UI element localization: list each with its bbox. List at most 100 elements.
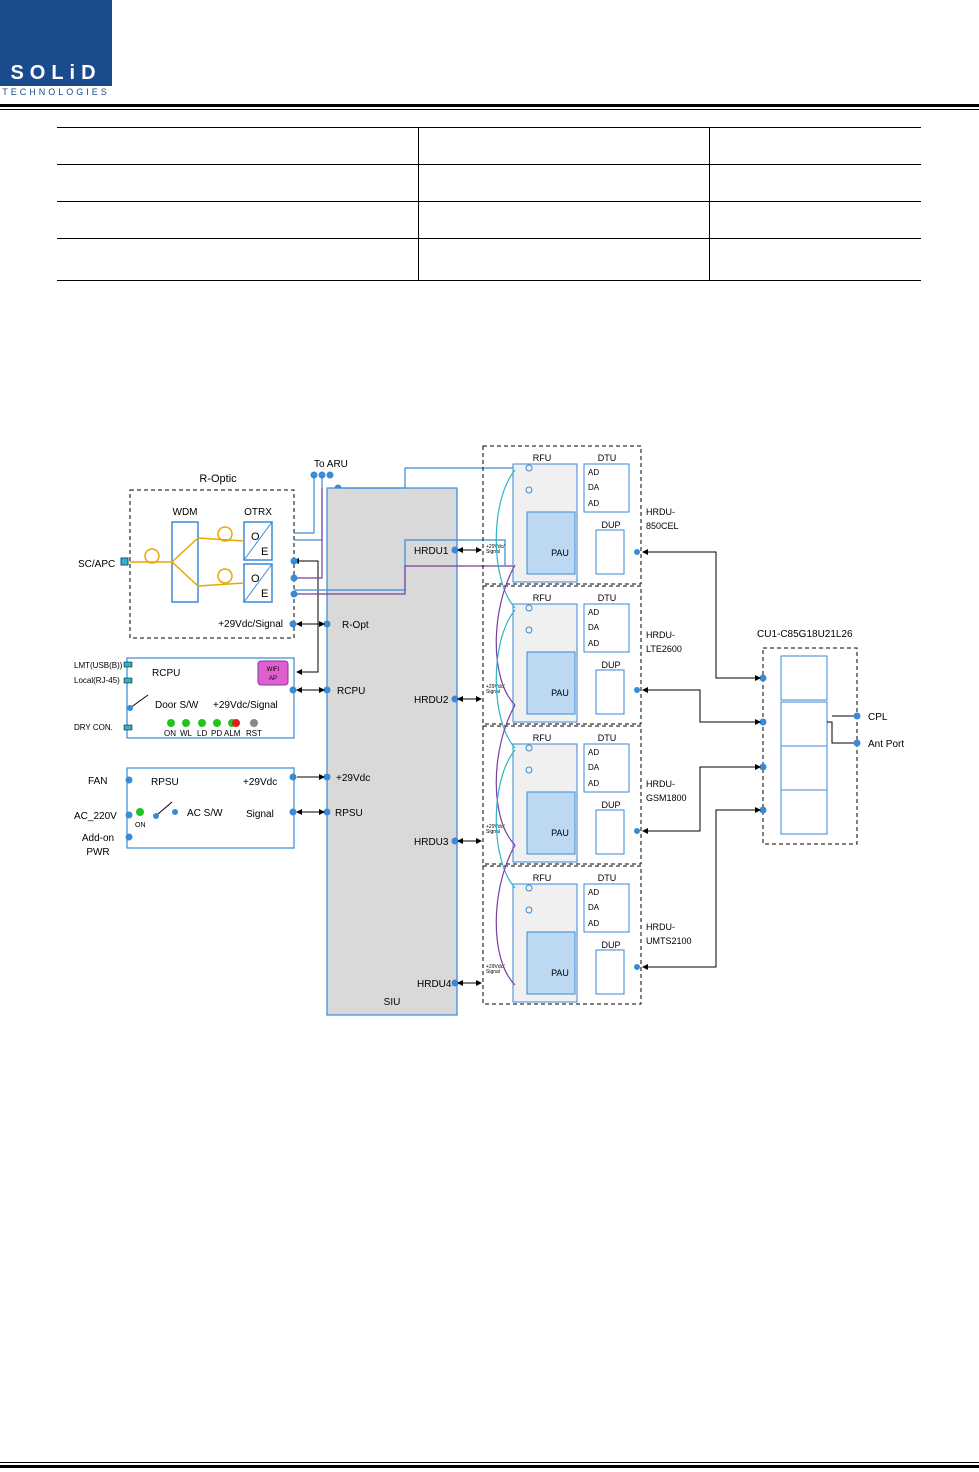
svg-text:UMTS2100: UMTS2100: [646, 936, 692, 946]
svg-text:DA: DA: [588, 763, 600, 772]
rcpu-block: RCPU LMT(USB(B)) Local(RJ-45) Door S/W +…: [74, 657, 297, 739]
otrx-e2: E: [261, 588, 268, 600]
svg-text:DA: DA: [588, 483, 600, 492]
rcpu-door-label: Door S/W: [155, 700, 199, 711]
header-rule-thin: [0, 109, 979, 110]
hrdu-4: RFU DTU AD DA AD DUP PAU HRDU- UMTS2100 …: [482, 865, 692, 1005]
logo-subtitle: TECHNOLOGIES: [2, 87, 110, 97]
svg-text:AD: AD: [588, 499, 599, 508]
rcpu-power-label: +29Vdc/Signal: [213, 700, 278, 711]
table-row: [57, 164, 921, 202]
hrdu1-port-label: HRDU1: [414, 546, 449, 557]
svg-text:DUP: DUP: [601, 660, 620, 670]
svg-text:AD: AD: [588, 748, 599, 757]
sc-apc-label: SC/APC: [78, 559, 115, 570]
rpsu-on-label: ON: [135, 822, 146, 829]
svg-text:AD: AD: [588, 888, 599, 897]
to-aru-label: To ARU: [314, 459, 348, 470]
rpsu-block: RPSU FAN AC_220V ON AC S/W Add-on PWR +2…: [74, 767, 297, 858]
svg-text:AD: AD: [588, 468, 599, 477]
siu-title: SIU: [384, 997, 401, 1008]
revision-table: [57, 127, 921, 281]
header-rule: [0, 104, 979, 107]
otrx-label: OTRX: [244, 507, 272, 518]
r-optic-power-label: +29Vdc/Signal: [218, 619, 283, 630]
svg-text:DUP: DUP: [601, 940, 620, 950]
combiner-block: CU1-C85G18U21L26 CPL Ant Port: [757, 629, 904, 845]
rcpu-dry-label: DRY CON.: [74, 723, 113, 732]
svg-text:HRDU-: HRDU-: [646, 507, 675, 517]
rpsu-signal-label: Signal: [246, 809, 274, 820]
rpsu-ac-label: AC_220V: [74, 811, 117, 822]
r-optic-title: R-Optic: [199, 473, 237, 485]
rpsu-fan-label: FAN: [88, 776, 107, 787]
svg-text:DA: DA: [588, 903, 600, 912]
otrx-o1: O: [251, 531, 260, 543]
hrdu2-port-label: HRDU2: [414, 695, 449, 706]
rpsu-29vdc-label: +29Vdc: [243, 777, 277, 788]
svg-text:PAU: PAU: [551, 968, 569, 978]
hrdu-1: RFU DTU AD DA AD DUP PAU HRDU- 850CEL +2…: [482, 445, 679, 585]
svg-text:PAU: PAU: [551, 548, 569, 558]
rcpu-title: RCPU: [152, 668, 180, 679]
svg-text:RFU: RFU: [533, 453, 552, 463]
svg-text:DTU: DTU: [598, 453, 617, 463]
svg-text:PAU: PAU: [551, 688, 569, 698]
svg-text:Signal: Signal: [486, 689, 500, 695]
logo-wordmark: SOLiD: [0, 60, 112, 86]
svg-text:AD: AD: [588, 608, 599, 617]
siu-rcpu-label: RCPU: [337, 686, 365, 697]
siu-r-opt-label: R-Opt: [342, 620, 369, 631]
footer-rule: [0, 1465, 979, 1468]
table-row: [57, 238, 921, 281]
svg-text:HRDU-: HRDU-: [646, 630, 675, 640]
siu-block: SIU R-Opt RCPU +29Vdc RPSU: [323, 487, 458, 1016]
led-pd-label: PD: [211, 729, 222, 738]
ant-port-label: Ant Port: [868, 739, 904, 750]
svg-text:850CEL: 850CEL: [646, 521, 679, 531]
combiner-title: CU1-C85G18U21L26: [757, 629, 853, 640]
table-row: [57, 127, 921, 165]
svg-text:DA: DA: [588, 623, 600, 632]
rpsu-addon-label: Add-on: [82, 833, 114, 844]
otrx-o2: O: [251, 573, 260, 585]
table-column-divider: [709, 127, 710, 281]
svg-text:RFU: RFU: [533, 873, 552, 883]
svg-text:+29Vdc/: +29Vdc/: [486, 544, 505, 550]
block-diagram: R-Optic WDM OTRX O E O E SC/APC +29Vdc/S…: [74, 445, 904, 1016]
svg-text:DTU: DTU: [598, 873, 617, 883]
company-logo: SOLiD TECHNOLOGIES: [0, 0, 112, 100]
svg-text:DUP: DUP: [601, 520, 620, 530]
ap-label: AP: [269, 676, 277, 682]
led-ld-label: LD: [197, 729, 207, 738]
svg-text:RFU: RFU: [533, 593, 552, 603]
svg-text:Signal: Signal: [486, 829, 500, 835]
footer-rule-thin: [0, 1462, 979, 1463]
led-on-label: ON: [164, 729, 176, 738]
svg-text:PAU: PAU: [551, 828, 569, 838]
svg-text:Signal: Signal: [486, 549, 500, 555]
svg-text:+29Vdc/: +29Vdc/: [486, 684, 505, 690]
logo-block: [0, 0, 112, 60]
svg-text:HRDU-: HRDU-: [646, 922, 675, 932]
rcpu-local-label: Local(RJ-45): [74, 676, 120, 685]
rpsu-pwr-label: PWR: [86, 847, 109, 858]
svg-text:DUP: DUP: [601, 800, 620, 810]
svg-text:AD: AD: [588, 919, 599, 928]
hrdu4-port-label: HRDU4: [417, 979, 452, 990]
table-top-border: [57, 127, 921, 128]
siu-29vdc-label: +29Vdc: [336, 773, 370, 784]
svg-text:+29Vdc/: +29Vdc/: [486, 824, 505, 830]
led-wl-label: WL: [180, 729, 193, 738]
cpl-label: CPL: [868, 712, 888, 723]
siu-rpsu-label: RPSU: [335, 808, 363, 819]
hrdu-2: RFU DTU AD DA AD DUP PAU HRDU- LTE2600 +…: [482, 585, 682, 725]
svg-text:GSM1800: GSM1800: [646, 793, 687, 803]
wifi-label: WIFI: [267, 667, 280, 673]
svg-text:DTU: DTU: [598, 733, 617, 743]
rcpu-lmt-label: LMT(USB(B)): [74, 661, 123, 670]
r-optic-block: R-Optic WDM OTRX O E O E SC/APC +29Vdc/S…: [78, 473, 297, 639]
svg-text:HRDU-: HRDU-: [646, 779, 675, 789]
svg-text:AD: AD: [588, 779, 599, 788]
svg-text:DTU: DTU: [598, 593, 617, 603]
